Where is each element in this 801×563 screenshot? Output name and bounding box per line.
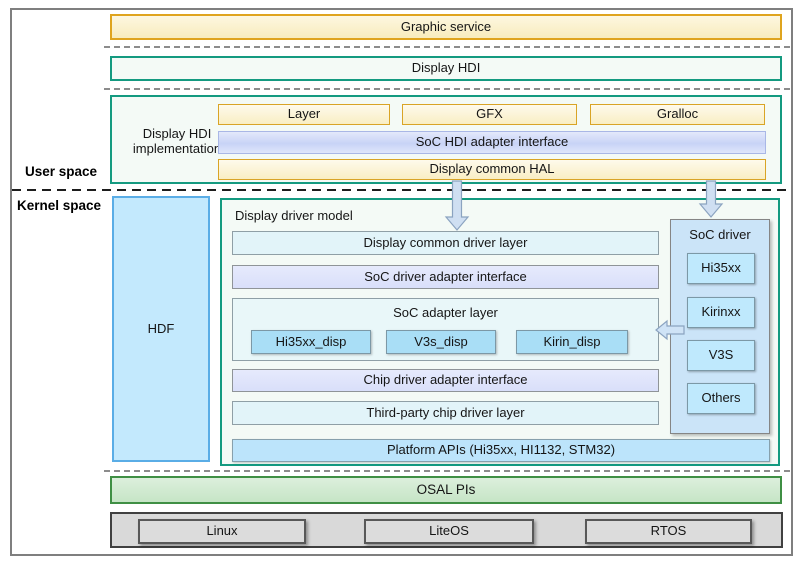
graphic-service-box: Graphic service [110, 14, 782, 40]
divider-dashed [104, 470, 791, 472]
display-common-driver-layer-box: Display common driver layer [232, 231, 659, 255]
soc-driver-others-box: Others [687, 383, 755, 414]
display-hdi-implementation-label: Display HDI implementation [132, 126, 222, 156]
hal-to-soc-driver-arrow-icon [698, 180, 724, 218]
v3s-disp-box: V3s_disp [386, 330, 496, 354]
os-rtos-box: RTOS [585, 519, 752, 544]
soc-adapter-layer-title: SoC adapter layer [393, 305, 498, 320]
soc-adapter-layer-container: SoC adapter layer Hi35xx_disp V3s_disp K… [232, 298, 659, 361]
soc-driver-container: SoC driver Hi35xx Kirinxx V3S Others [670, 219, 770, 434]
layer-box: Layer [218, 104, 390, 125]
third-party-chip-driver-layer-box: Third-party chip driver layer [232, 401, 659, 425]
soc-driver-title: SoC driver [689, 227, 751, 242]
soc-hdi-adapter-interface-box: SoC HDI adapter interface [218, 131, 766, 154]
gfx-box: GFX [402, 104, 577, 125]
os-linux-box: Linux [138, 519, 306, 544]
os-bar-container: Linux LiteOS RTOS [110, 512, 783, 548]
hdf-box: HDF [112, 196, 210, 462]
kernel-space-label: Kernel space [17, 198, 102, 213]
user-kernel-separator [12, 189, 791, 191]
hal-to-driver-model-arrow-icon [444, 180, 470, 231]
display-driver-model-container: Display driver model Display common driv… [220, 198, 780, 466]
display-hdi-box: Display HDI [110, 56, 782, 81]
soc-driver-kirinxx-box: Kirinxx [687, 297, 755, 328]
osal-box: OSAL PIs [110, 476, 782, 504]
display-driver-model-title: Display driver model [235, 208, 353, 223]
user-space-label: User space [25, 164, 98, 179]
soc-driver-v3s-box: V3S [687, 340, 755, 371]
chip-driver-adapter-interface-box: Chip driver adapter interface [232, 369, 659, 392]
divider-dashed [104, 46, 791, 48]
gralloc-box: Gralloc [590, 104, 765, 125]
os-liteos-box: LiteOS [364, 519, 534, 544]
platform-apis-box: Platform APIs (Hi35xx, HI1132, STM32) [232, 439, 770, 462]
soc-driver-hi35xx-box: Hi35xx [687, 253, 755, 284]
display-hdi-implementation-container: Display HDI implementation Layer GFX Gra… [110, 95, 782, 184]
kirin-disp-box: Kirin_disp [516, 330, 628, 354]
display-common-hal-box: Display common HAL [218, 159, 766, 180]
divider-dashed [104, 88, 791, 90]
soc-driver-adapter-interface-box: SoC driver adapter interface [232, 265, 659, 289]
soc-driver-to-adapter-arrow-icon [655, 319, 685, 341]
hi35xx-disp-box: Hi35xx_disp [251, 330, 371, 354]
